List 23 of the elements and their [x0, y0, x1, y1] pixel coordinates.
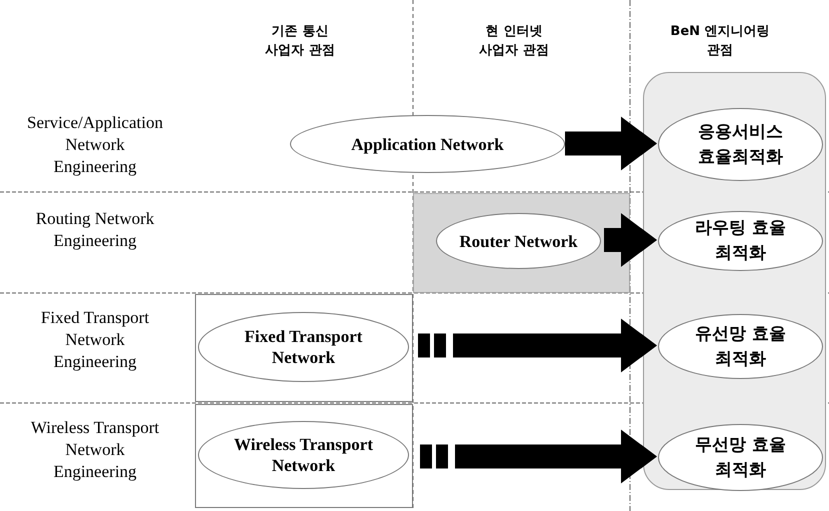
network-ellipse: 무선망 효율 최적화 [658, 424, 823, 491]
network-ellipse: 응용서비스 효율최적화 [658, 108, 823, 181]
row-label: Service/Application Network Engineering [26, 112, 164, 178]
network-ellipse: Router Network [436, 213, 601, 269]
block-arrow [604, 213, 657, 267]
column-box [195, 404, 413, 508]
network-ellipse: Wireless Transport Network [198, 421, 409, 489]
network-ellipse: Fixed Transport Network [198, 312, 409, 382]
network-ellipse: 유선망 효율 최적화 [658, 314, 823, 379]
column-header: 기존 통신 사업자 관점 [264, 23, 336, 60]
rounded-panel [643, 72, 826, 490]
row-label: Wireless Transport Network Engineering [30, 417, 160, 483]
column-header: 현 인터넷 사업자 관점 [478, 23, 550, 60]
row-label: Fixed Transport Network Engineering [40, 307, 150, 373]
network-ellipse: 라우팅 효율 최적화 [658, 211, 823, 271]
column-header: BeN 엔지니어링 관점 [669, 23, 771, 60]
block-arrow [565, 116, 657, 170]
shaded-band [413, 193, 630, 293]
row-label: Routing Network Engineering [34, 208, 156, 252]
network-ellipse: Application Network [290, 115, 565, 173]
block-arrow [455, 430, 657, 484]
block-arrow [453, 318, 657, 372]
column-box [195, 294, 413, 402]
